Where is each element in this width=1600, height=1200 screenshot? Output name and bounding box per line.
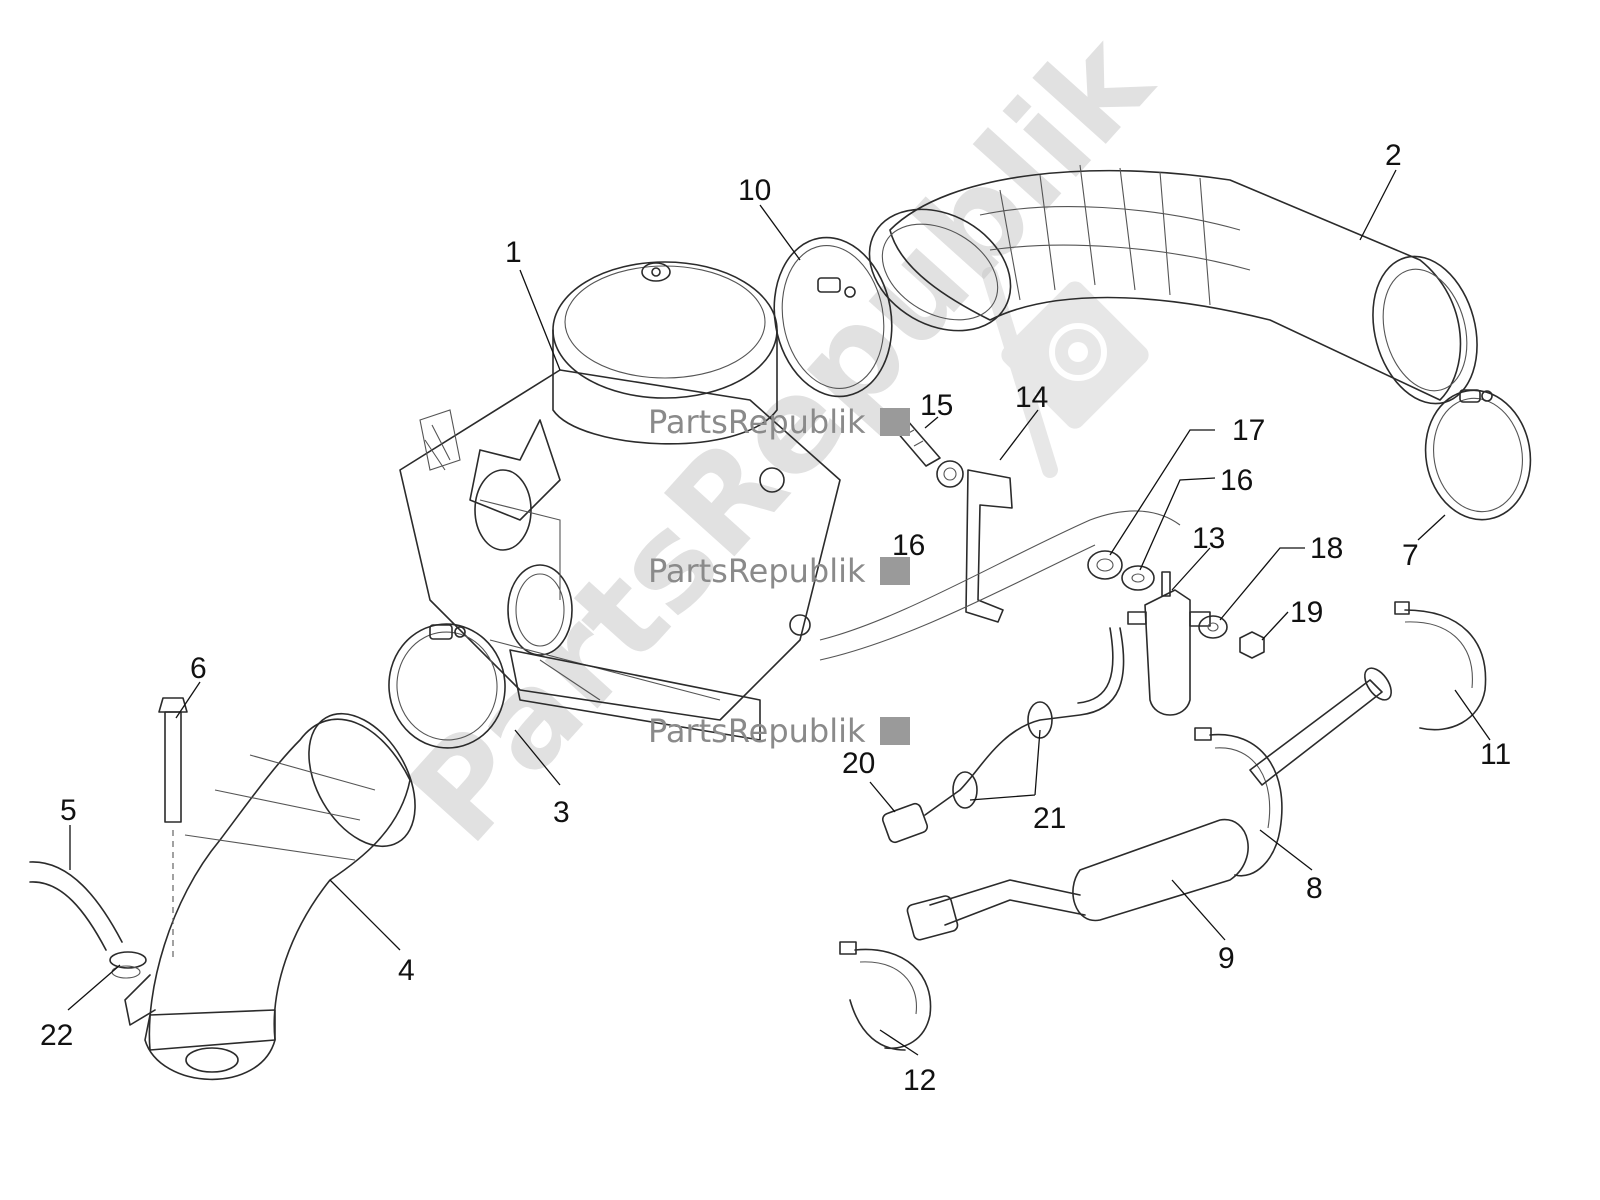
part-bracket-14 bbox=[965, 469, 1013, 623]
watermark-label-top: PartsRepublik bbox=[648, 403, 866, 441]
callout-15: 15 bbox=[920, 389, 953, 422]
watermark-label-bottom: PartsRepublik bbox=[648, 712, 866, 750]
callout-12: 12 bbox=[903, 1064, 936, 1097]
callout-10: 10 bbox=[738, 174, 771, 207]
callout-labels: 1 2 3 4 5 6 7 8 9 10 11 12 13 14 15 16 1… bbox=[40, 139, 1511, 1097]
watermark-small-labels: PartsRepublik PartsRepublik PartsRepubli… bbox=[648, 403, 910, 750]
callout-9: 9 bbox=[1218, 942, 1235, 975]
callout-3: 3 bbox=[553, 796, 570, 829]
part-silencer-9 bbox=[906, 819, 1249, 941]
callout-14: 14 bbox=[1015, 381, 1048, 414]
callout-22: 22 bbox=[40, 1019, 73, 1052]
callout-6: 6 bbox=[190, 652, 207, 685]
part-breather-hose-outline bbox=[819, 510, 1181, 661]
part-clamp-band-8 bbox=[1194, 667, 1392, 877]
part-nut-19 bbox=[1239, 631, 1265, 659]
part-washer-18 bbox=[1198, 615, 1228, 639]
watermark-logo-bottom-icon bbox=[880, 717, 910, 745]
part-intake-manifold bbox=[124, 712, 416, 1081]
callout-5: 5 bbox=[60, 794, 77, 827]
part-hose-clamp-7 bbox=[1424, 389, 1532, 521]
part-cable-tie-21 bbox=[952, 701, 1053, 809]
part-clamp-band-12 bbox=[839, 941, 932, 1051]
part-hose-clamp-10 bbox=[773, 236, 893, 398]
part-rubber-pipe-5 bbox=[29, 861, 123, 951]
callout-16-a: 16 bbox=[1220, 464, 1253, 497]
watermark-logo-top-icon bbox=[880, 408, 910, 436]
part-sensor-cable-20 bbox=[881, 627, 1125, 844]
callout-19: 19 bbox=[1290, 596, 1323, 629]
part-clamp-band-11 bbox=[1394, 601, 1487, 731]
watermark-logo-middle-icon bbox=[880, 557, 910, 585]
leader-lines bbox=[67, 169, 1491, 1056]
part-washer-16-upper bbox=[936, 460, 964, 488]
callout-18: 18 bbox=[1310, 532, 1343, 565]
callout-7: 7 bbox=[1402, 539, 1419, 572]
callout-8: 8 bbox=[1306, 872, 1323, 905]
callout-4: 4 bbox=[398, 954, 415, 987]
part-carburetor bbox=[399, 261, 841, 741]
callout-21: 21 bbox=[1033, 802, 1066, 835]
callout-16-b: 16 bbox=[892, 529, 925, 562]
part-valve-13 bbox=[1127, 571, 1211, 716]
callout-20: 20 bbox=[842, 747, 875, 780]
gear-wrench-logo-icon bbox=[982, 267, 1149, 478]
part-grommet-17 bbox=[1087, 550, 1123, 580]
part-hose-clamp-3 bbox=[388, 623, 506, 749]
callout-11: 11 bbox=[1480, 738, 1511, 771]
callout-1: 1 bbox=[505, 236, 522, 269]
callout-13: 13 bbox=[1192, 522, 1225, 555]
watermark-label-middle: PartsRepublik bbox=[648, 552, 866, 590]
part-bolt-6 bbox=[158, 697, 188, 960]
part-washer-16-lower bbox=[1121, 565, 1155, 591]
part-clip-22 bbox=[109, 951, 147, 979]
callout-17: 17 bbox=[1232, 414, 1265, 447]
callout-2: 2 bbox=[1385, 139, 1402, 172]
